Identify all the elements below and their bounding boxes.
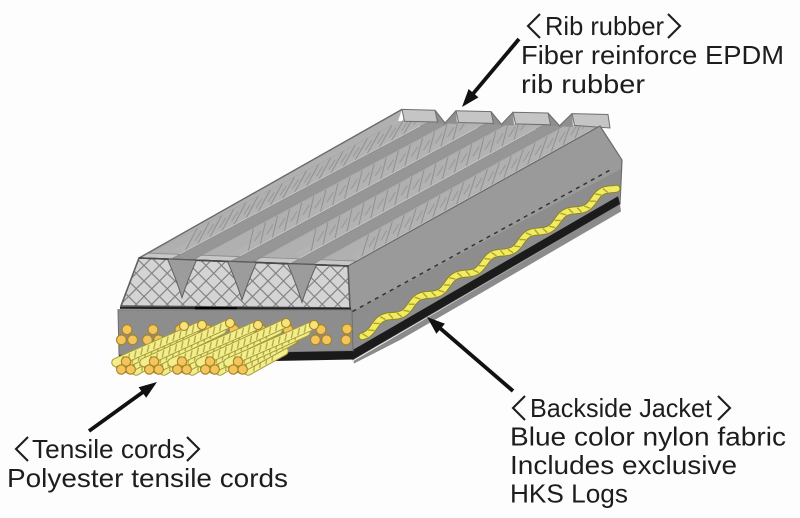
svg-text:Backside Jacket: Backside Jacket	[530, 393, 713, 423]
svg-text:rib rubber: rib rubber	[521, 69, 645, 99]
svg-text:Includes exclusive: Includes exclusive	[510, 450, 737, 480]
svg-text:Fiber reinforce EPDM: Fiber reinforce EPDM	[521, 40, 784, 70]
svg-text:Tensile cords: Tensile cords	[32, 434, 185, 464]
svg-text:Rib rubber: Rib rubber	[545, 11, 664, 41]
svg-text:HKS Logs: HKS Logs	[510, 479, 628, 509]
svg-text:Polyester tensile cords: Polyester tensile cords	[7, 463, 288, 493]
svg-text:Blue color nylon fabric: Blue color nylon fabric	[510, 422, 786, 452]
